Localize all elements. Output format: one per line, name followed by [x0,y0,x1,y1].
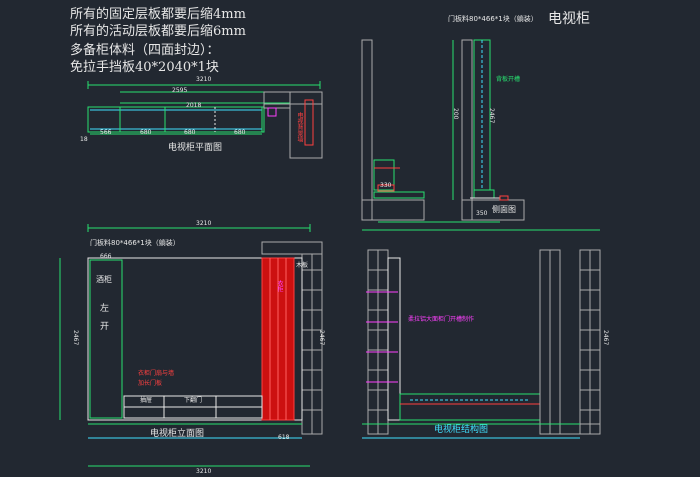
side-view [361,39,525,223]
label-elev-door: 门板料80*466*1块（躺装） [90,239,180,247]
dim-plan-left: 18 [80,136,88,143]
label-red-note1: 衣柜门扇与墙 [138,370,175,377]
label-down-flip: 下翻门 [184,397,203,404]
label-left: 左 [100,304,110,314]
title-plan-view: 电视柜平面图 [168,143,223,153]
label-wine-rack: 酒柜 [96,275,112,284]
title-tv-cabinet: 电视柜 [548,11,590,27]
dim-elev-left: 666 [100,253,112,260]
note-movable-shelf: 所有的活动层板都要后缩6mm [70,24,246,39]
dim-plan-d: 680 [234,129,246,136]
note-multilayer: 多备柜体料（四面封边）： [70,43,220,58]
dim-plan-c: 680 [184,129,196,136]
dim-side-w1: 330 [380,182,392,189]
dim-plan-b: 680 [140,129,152,136]
dim-struct-height: 2467 [602,330,609,346]
elevation-view [59,224,323,467]
title-elevation-view: 电视柜立面图 [150,429,205,439]
dim-side-depth: 200 [452,108,459,120]
dim-elev-618: 618 [278,434,290,441]
dim-elev-total: 3210 [196,220,212,227]
label-slot-note: 背板开槽 [496,76,521,83]
plan-view [87,81,323,159]
dim-elev-height: 2467 [72,330,79,346]
label-red-note2: 加长门板 [138,380,163,387]
dim-plan-mid: 2018 [186,102,202,109]
dim-side-w2: 350 [476,210,488,217]
label-side-door: 门板料80*466*1块（躺装） [448,15,538,23]
label-wood-board: 木板 [296,262,309,269]
dim-elev-h2: 2467 [318,330,325,346]
dim-plan-inner: 2595 [172,87,188,94]
title-side-view: 侧面图 [492,205,516,214]
label-struct-note: 柔拉铝大面柜门开槽制作 [408,316,475,323]
dim-side-height: 2467 [488,108,495,124]
structure-view [362,229,601,439]
label-drawer: 抽屉 [140,397,153,404]
label-tv: 电视背景墙 [296,112,303,142]
dim-elev-bottom: 3210 [196,468,212,475]
note-fixed-shelf: 所有的固定层板都要后缩4mm [70,7,246,22]
label-tall-door: 衣柜 [276,280,283,292]
label-open: 开 [100,322,110,332]
note-handle-strip: 免拉手挡板40*2040*1块 [70,60,219,75]
dim-plan-total: 3210 [196,76,212,83]
dim-plan-a: 566 [100,129,112,136]
title-structure-view: 电视柜结构图 [434,425,489,435]
